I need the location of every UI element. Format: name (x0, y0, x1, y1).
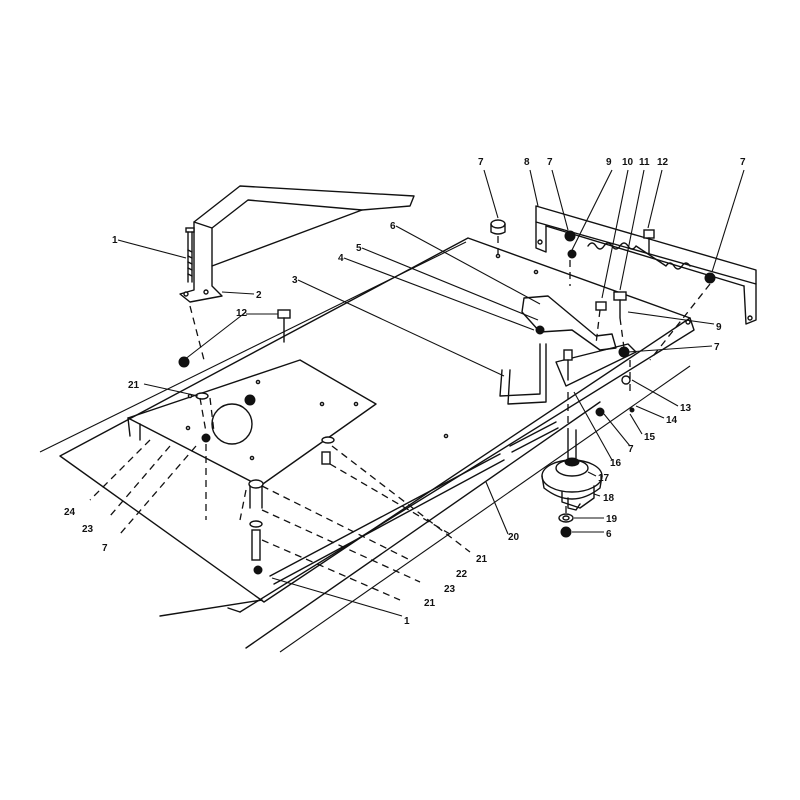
callout-7-d: 7 (714, 342, 720, 353)
callout-9-top: 9 (606, 157, 612, 168)
nut-6 (560, 526, 572, 538)
callout-9-right: 9 (716, 322, 722, 333)
callout-7-b: 7 (547, 157, 553, 168)
callout-23-left: 23 (82, 524, 94, 535)
callout-12-left: 12 (236, 308, 248, 319)
callout-14: 14 (666, 415, 678, 426)
callout-15: 15 (644, 432, 656, 443)
callout-4: 4 (338, 253, 344, 264)
callout-22: 22 (456, 569, 468, 580)
callout-7-f: 7 (102, 543, 108, 554)
callout-21-left: 21 (128, 380, 140, 391)
callout-21-mid: 21 (476, 554, 488, 565)
callout-21-bottom: 21 (424, 598, 436, 609)
callout-20: 20 (508, 532, 520, 543)
mounting-plate (127, 359, 377, 487)
callout-24: 24 (64, 507, 76, 518)
callout-16: 16 (610, 458, 622, 469)
callout-19: 19 (606, 514, 618, 525)
pulley-17 (541, 429, 603, 500)
assembly-lines (89, 236, 711, 601)
deck-plate (59, 237, 695, 649)
leader-lines (39, 169, 745, 653)
belt-guide-20 (269, 421, 559, 585)
callout-6-top: 6 (390, 221, 396, 232)
callout-18: 18 (603, 493, 615, 504)
callout-17: 17 (598, 473, 610, 484)
callout-1-top: 1 (112, 235, 118, 246)
bolt-1 (185, 227, 195, 283)
washer-19 (558, 513, 574, 523)
hardware (178, 219, 716, 575)
callout-11: 11 (639, 157, 650, 168)
callout-7-e: 7 (628, 444, 634, 455)
rear-bracket (535, 205, 757, 325)
callout-23-bottom: 23 (444, 584, 456, 595)
callout-6-bottom: 6 (606, 529, 612, 540)
callout-8: 8 (524, 157, 530, 168)
callout-labels: 1 2 3 4 5 6 7 8 7 9 10 11 12 7 12 9 7 21… (64, 157, 746, 627)
callout-7-a: 7 (478, 157, 484, 168)
linkage-rod-3 (499, 343, 547, 405)
callout-12-right: 12 (657, 157, 669, 168)
callout-1-bottom: 1 (404, 616, 410, 627)
callout-10: 10 (622, 157, 634, 168)
front-bracket (179, 185, 415, 303)
callout-3: 3 (292, 275, 298, 286)
spring-10 (587, 242, 691, 270)
idler-arm (521, 295, 637, 387)
callout-2: 2 (256, 290, 262, 301)
callout-5: 5 (356, 243, 362, 254)
callout-13: 13 (680, 403, 692, 414)
callout-7-c: 7 (740, 157, 746, 168)
